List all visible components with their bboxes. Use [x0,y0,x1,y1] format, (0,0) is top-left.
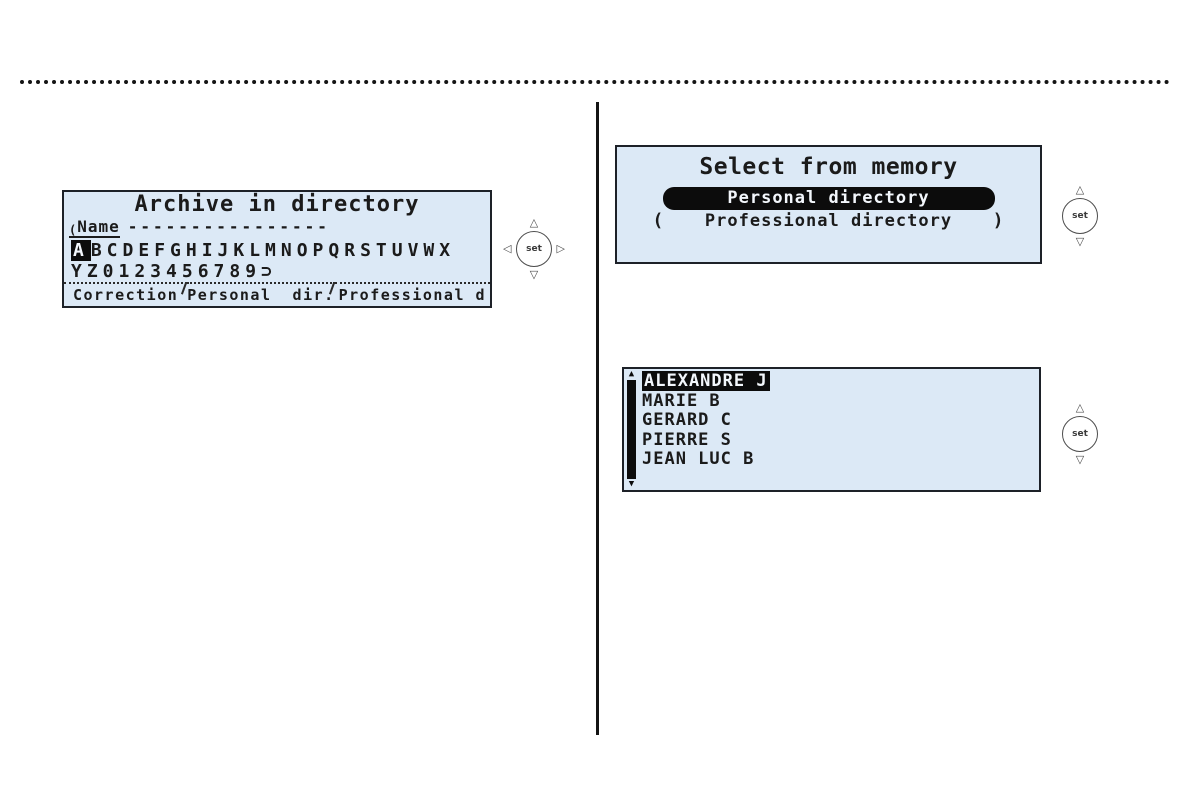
select-from-memory-screen: Select from memory Personal directory ( … [615,145,1042,264]
navigator-pad: △ ▽ set [1048,184,1112,248]
selected-character[interactable]: A [71,240,91,261]
list-item[interactable]: MARIE B [642,390,721,411]
character-row-1-rest[interactable]: BCDEFGHIJKLMNOPQRSTUVWX [90,240,456,261]
name-input-row[interactable]: (Name ---------------- [69,217,490,240]
arrow-right-icon[interactable]: ▷ [556,242,565,255]
tab-correction[interactable]: Correction [64,282,188,306]
tab-professional-dir[interactable]: Professional d [334,282,490,306]
name-field-label: (Name [69,217,120,238]
directory-name-list-screen: ▲ ▼ ALEXANDRE J MARIE B GERARD C PIERRE … [622,367,1041,492]
scrollbar-thumb[interactable] [627,380,636,479]
arrow-down-icon[interactable]: ▽ [1075,453,1085,466]
dotted-separator [20,80,1170,84]
set-button[interactable]: set [516,231,552,267]
arrow-down-icon[interactable]: ▽ [1075,235,1085,248]
list-item[interactable]: GERARD C [642,410,732,430]
archive-directory-screen: Archive in directory (Name --------------… [62,190,492,308]
character-picker-row-2[interactable]: YZ0123456789⊃ [71,261,490,282]
list-item-selected[interactable]: ALEXANDRE J [642,371,770,391]
arrow-up-icon[interactable]: △ [1075,401,1085,414]
set-button[interactable]: set [1062,198,1098,234]
space-character-icon[interactable]: ⊃ [261,261,277,282]
arrow-down-icon[interactable]: ▽ [529,268,539,281]
arrow-left-icon[interactable]: ◁ [503,242,512,255]
option-label: Professional directory [704,211,953,231]
archive-screen-title: Archive in directory [134,192,420,217]
select-screen-title: Select from memory [699,154,958,180]
arrow-up-icon[interactable]: △ [1075,183,1085,196]
option-personal-directory[interactable]: Personal directory [662,187,995,210]
softkey-tab-bar: Correction Personal dir. Professional d [64,282,490,306]
name-field-value: ---------------- [127,217,330,236]
tab-personal-dir[interactable]: Personal dir. [187,282,335,306]
navigator-pad: △ ▽ set [1048,402,1112,466]
open-paren: ( [652,210,665,231]
list-item[interactable]: PIERRE S [642,429,732,450]
option-professional-directory[interactable]: ( Professional directory ) [653,210,1005,232]
set-button[interactable]: set [1062,416,1098,452]
list-item[interactable]: JEAN LUC B [642,449,755,469]
field-paren-mark: ( [69,223,78,237]
scroll-up-icon[interactable]: ▲ [628,369,635,379]
name-list: ALEXANDRE J MARIE B GERARD C PIERRE S JE… [639,369,1039,490]
character-row-2[interactable]: YZ0123456789 [71,261,262,282]
scrollbar[interactable]: ▲ ▼ [624,369,639,490]
arrow-up-icon[interactable]: △ [529,216,539,229]
close-paren: ) [992,210,1005,231]
scroll-down-icon[interactable]: ▼ [628,479,635,489]
navigator-pad: △ ▽ ◁ ▷ set [502,217,566,281]
column-divider [596,102,599,735]
